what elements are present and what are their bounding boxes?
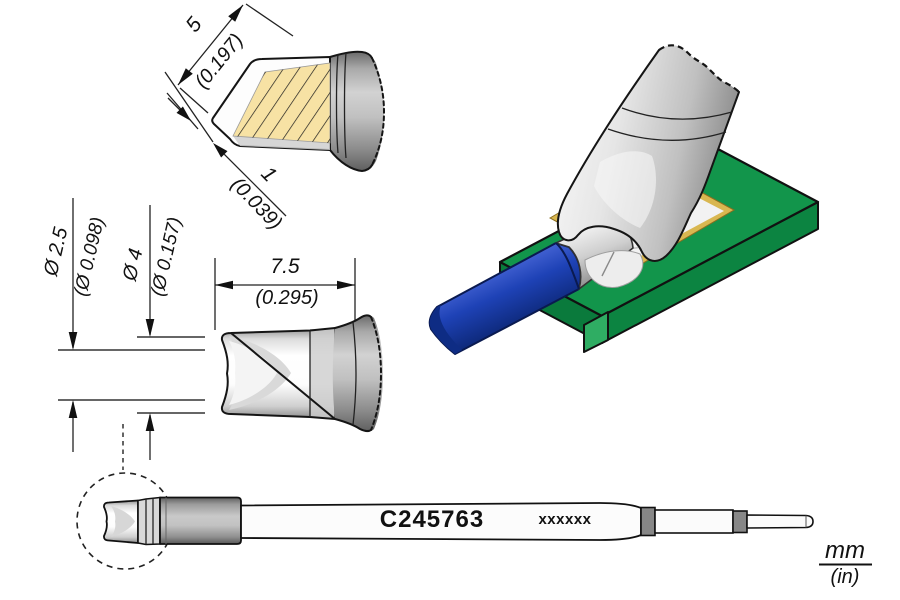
cartridge-band <box>640 506 656 537</box>
cartridge-model-text: C245763 <box>380 506 484 533</box>
arrowhead <box>215 280 233 290</box>
tip-base-cone <box>327 51 384 172</box>
tip-side-concave-inner <box>229 341 277 405</box>
arrowhead <box>213 143 228 158</box>
cartridge-serial-text: xxxxxx <box>538 511 591 528</box>
tip-side-cap <box>332 315 383 432</box>
pcb-corner-notch <box>583 311 609 353</box>
dia-2-5-mm-label: Ø 2.5 <box>40 224 73 278</box>
cartridge-band <box>732 510 748 534</box>
arrowhead <box>68 400 78 418</box>
tip-ring-line <box>621 107 733 120</box>
arrowhead <box>176 106 191 121</box>
dim-5-mm-label: 5 <box>181 13 206 37</box>
arrowhead <box>145 319 155 337</box>
dim-1-in-label: (0.039) <box>226 173 286 234</box>
extension-line <box>179 87 209 114</box>
arrowhead <box>337 280 355 290</box>
cartridge-heater-sleeve <box>159 496 242 545</box>
arrowhead <box>145 413 155 431</box>
pcb-soldering-illustration <box>428 44 820 355</box>
soldering-tip-3d-front-face <box>594 151 656 228</box>
cartridge-tip-concave-shading <box>111 506 135 537</box>
units-mm-label: mm <box>825 537 865 564</box>
cartridge-side-view: C245763 xxxxxx <box>76 472 814 570</box>
units-fraction: mm (in) <box>819 537 872 588</box>
tip-side-cap-outline-top <box>334 314 372 329</box>
tip-break-dashed-edge <box>658 44 740 93</box>
solder-crease-line <box>601 251 615 277</box>
cartridge-rod <box>746 514 814 529</box>
tip-base-cone-outline-bottom <box>329 149 373 172</box>
extension-line <box>164 71 214 143</box>
dim-7-5-in-label: (0.295) <box>255 287 318 309</box>
soldering-tip-3d-outline <box>556 49 740 262</box>
side-view: Ø 2.5 (Ø 0.098) Ø 4 (Ø 0.157) 7.5 (0.295… <box>40 198 383 470</box>
dim-7-5-mm-label: 7.5 <box>270 255 300 278</box>
angled-tip-view: 5 (0.197) 1 (0.039) <box>164 3 385 234</box>
cartridge-tip-rings <box>137 496 161 546</box>
extension-line <box>245 3 294 37</box>
dia-4-in-label: (Ø 0.157) <box>147 215 186 298</box>
tip-side-cap-outline-bottom <box>334 418 372 433</box>
tip-base-cone-dashed-edge <box>371 57 385 166</box>
tip-side-collar <box>310 329 335 418</box>
cartridge-shaft <box>654 509 734 534</box>
cone-collar-line <box>335 53 339 154</box>
solder-face-hatch-lines <box>233 63 330 143</box>
cap-ring-line <box>352 321 357 426</box>
wire-cut-facet <box>429 305 462 354</box>
cone-collar-line <box>343 52 347 159</box>
tip-ring-line <box>607 128 727 141</box>
tip-side-cap-dashed-edge <box>370 316 382 431</box>
wire-strip-boundary <box>555 242 580 290</box>
dia-4-mm-label: Ø 4 <box>119 246 148 283</box>
solder-fillet-front <box>584 250 644 288</box>
solder-face-rim <box>233 136 330 150</box>
arrowhead <box>178 68 193 85</box>
dim-1-mm-label: 1 <box>256 162 281 186</box>
arrowhead <box>228 5 243 22</box>
dimension-leader <box>223 153 287 217</box>
arrowhead <box>68 332 78 350</box>
dia-2-5-in-label: (Ø 0.098) <box>70 215 109 298</box>
units-in-label: (in) <box>831 566 860 588</box>
